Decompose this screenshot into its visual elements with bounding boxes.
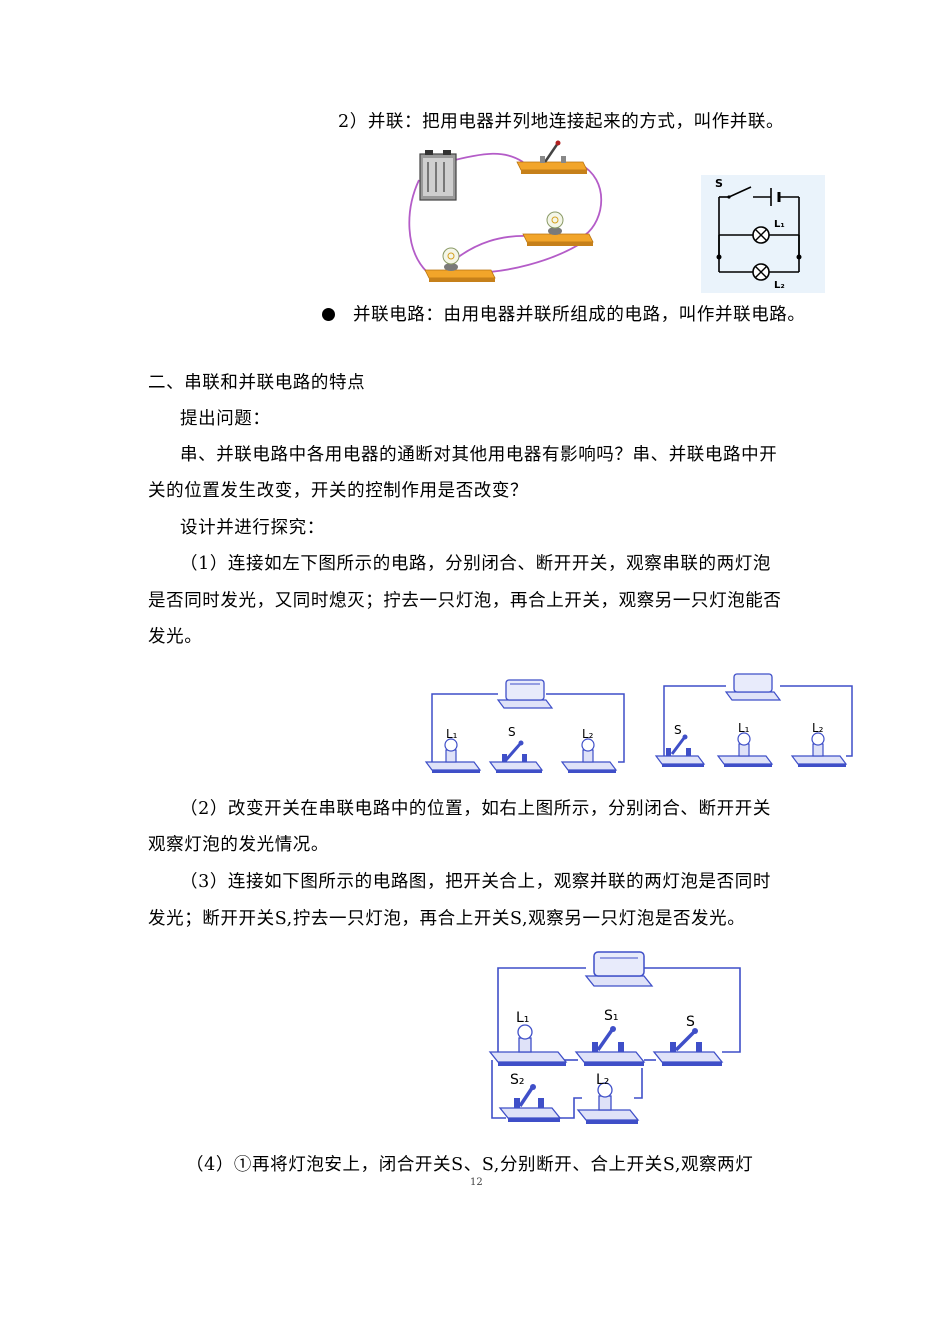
step4-line-1: （4）①再将灯泡安上，闭合开关S、S,分别断开、合上开关S,观察两灯	[186, 1155, 754, 1175]
right-label-l1: L₁	[738, 721, 750, 735]
step3-line-2: 发光；断开开关S,拧去一只灯泡，再合上开关S,观察另一只灯泡是否发光。	[148, 909, 746, 929]
switch-symbol	[728, 186, 752, 198]
battery-icon	[584, 951, 654, 987]
series-circuit-left: L₁ S L₂	[424, 679, 625, 773]
lamp-board-l2	[560, 738, 618, 773]
switch-board-s2	[498, 1084, 562, 1122]
page-number: 12	[470, 1177, 483, 1188]
parallel-experiment-circuit: L₁ S₁ S S₂ L₂	[488, 951, 741, 1124]
parallel-schematic: S L₁ L₂	[701, 175, 825, 293]
lamp-symbol-1	[752, 226, 770, 244]
left-label-l1: L₁	[446, 727, 458, 741]
big-label-l1: L₁	[516, 1010, 529, 1026]
battery-icon	[419, 150, 457, 201]
bulb-icon-1	[522, 211, 594, 246]
step1-line-3: 发光。	[148, 627, 203, 647]
lamp-board-l2	[576, 1082, 640, 1124]
schematic-label-s: S	[715, 177, 723, 190]
big-label-l2: L₂	[596, 1072, 609, 1088]
switch-board-s	[654, 734, 706, 767]
question-label: 提出问题：	[180, 409, 271, 429]
step1-line-1: （1）连接如左下图所示的电路，分别闭合、断开开关，观察串联的两灯泡	[180, 554, 771, 574]
left-label-s: S	[508, 725, 516, 739]
series-circuit-right: S L₁ L₂	[654, 673, 853, 767]
switch-board-s	[652, 1028, 724, 1066]
lamp-board-l1	[424, 738, 482, 773]
question-line-1: 串、并联电路中各用电器的通断对其他用电器有影响吗？串、并联电路中开	[180, 445, 778, 465]
battery-icon	[496, 679, 554, 709]
bullet-icon	[322, 308, 335, 321]
question-line-2: 关的位置发生改变，开关的控制作用是否改变？	[148, 481, 529, 501]
right-label-s: S	[674, 723, 682, 737]
big-label-s2: S₂	[510, 1072, 525, 1088]
section-heading: 二、串联和并联电路的特点	[148, 373, 366, 393]
step2-line-1: （2）改变开关在串联电路中的位置，如右上图所示，分别闭合、断开开关	[180, 799, 771, 819]
lamp-board-l1	[488, 1024, 568, 1066]
parallel-circuit-definition: 并联电路：由用电器并联所组成的电路，叫作并联电路。	[322, 303, 806, 327]
big-label-s: S	[686, 1014, 695, 1030]
switch-icon	[516, 140, 588, 174]
big-label-s1: S₁	[604, 1008, 619, 1024]
bulb-icon-2	[424, 247, 496, 282]
step1-line-2: 是否同时发光，又同时熄灭；拧去一只灯泡，再合上开关，观察另一只灯泡能否	[148, 591, 782, 611]
schematic-label-l1: L₁	[774, 219, 785, 230]
parallel-circuit-photo	[408, 140, 603, 282]
design-label: 设计并进行探究：	[180, 518, 325, 538]
switch-board-s	[488, 740, 544, 773]
battery-icon	[724, 673, 782, 701]
lamp-board-l2	[790, 732, 848, 767]
lamp-symbol-2	[752, 263, 770, 281]
switch-board-s1	[574, 1026, 646, 1066]
lamp-board-l1	[716, 732, 774, 767]
right-label-l2: L₂	[812, 721, 824, 735]
step2-line-2: 观察灯泡的发光情况。	[148, 835, 329, 855]
left-label-l2: L₂	[582, 727, 594, 741]
schematic-label-l2: L₂	[774, 280, 785, 291]
parallel-definition: 2）并联：把用电器并列地连接起来的方式，叫作并联。	[338, 112, 785, 132]
step3-line-1: （3）连接如下图所示的电路图，把开关合上，观察并联的两灯泡是否同时	[180, 872, 771, 892]
